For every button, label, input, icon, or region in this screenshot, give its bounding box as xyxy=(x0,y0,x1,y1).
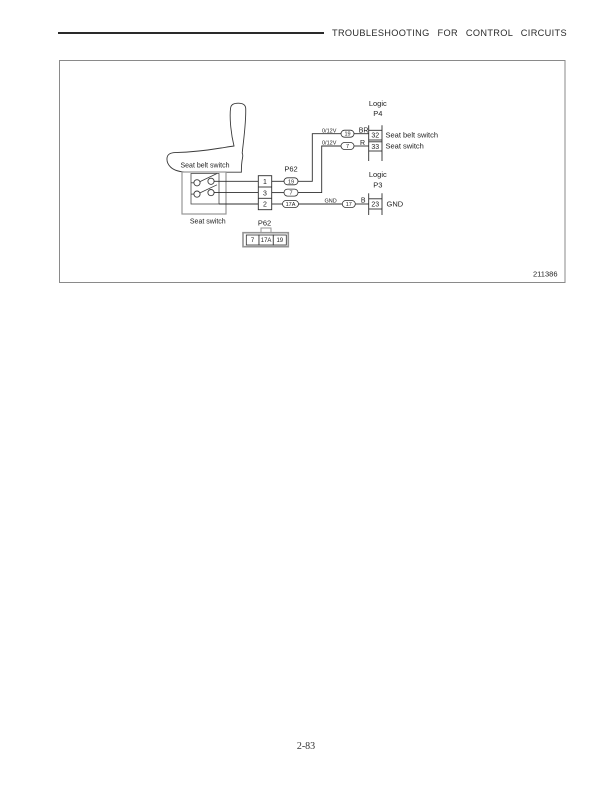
contact-circle xyxy=(207,189,215,197)
p62-connector-label: P62 xyxy=(284,165,297,174)
wire-tag: 7 xyxy=(289,191,292,197)
logic-p4-name: P4 xyxy=(373,109,382,118)
p62-pinout-label: P62 xyxy=(258,219,271,228)
seat-switch-contacts xyxy=(191,173,218,198)
logic-p4-title: Logic xyxy=(369,99,387,108)
signal-label: GND xyxy=(325,199,337,205)
logic-pin-label: Seat switch xyxy=(386,142,424,151)
wiring-diagram-figure: Seat belt switch Seat switch 1 3 2 P62 1… xyxy=(59,60,566,283)
logic-p3-title: Logic xyxy=(369,170,387,179)
p62-connector: 1 3 2 xyxy=(257,175,273,211)
page-number: 2-83 xyxy=(296,741,316,752)
p62-pin: 3 xyxy=(263,190,267,197)
wire-tag: 17A xyxy=(286,202,296,208)
signal-label: 0/12V xyxy=(322,141,337,147)
wire-tag: 19 xyxy=(344,132,350,138)
wire-route-seat xyxy=(298,145,341,194)
switch-blade xyxy=(199,184,218,194)
contact-circle xyxy=(193,190,201,198)
logic-p4-row-33: 0/12V 7 R 33 Seat switch xyxy=(322,140,424,151)
logic-pin: 32 xyxy=(371,133,379,140)
pinout-cell: 19 xyxy=(276,238,283,244)
seat-switch-label: Seat switch xyxy=(190,219,226,226)
contact-circle xyxy=(207,177,215,185)
page-header-title: TROUBLESHOOTING FOR CONTROL CIRCUITS xyxy=(331,28,567,38)
p62-pin: 2 xyxy=(263,202,267,209)
logic-p4-row-32: 0/12V 19 BR 32 Seat belt switch xyxy=(322,128,438,140)
logic-pin: 23 xyxy=(371,201,379,208)
pinout-cell: 7 xyxy=(251,238,255,244)
wire-tag: 19 xyxy=(288,179,294,185)
p62-pin: 1 xyxy=(263,179,267,186)
wire-color: BR xyxy=(359,128,369,135)
switch-circuit-box xyxy=(190,173,220,205)
wire-route-seat-belt xyxy=(298,133,341,182)
pinout-cell: 17A xyxy=(261,238,272,244)
seat-illustration xyxy=(166,102,247,173)
wire-tag: 7 xyxy=(346,144,349,150)
p62-pinout: P62 7 17A 19 xyxy=(242,219,290,248)
logic-pin: 33 xyxy=(371,144,379,151)
p62-wire-tags: 19 7 17A xyxy=(282,177,299,208)
logic-pin-label: Seat belt switch xyxy=(386,131,439,140)
wire-color: B xyxy=(361,198,366,205)
logic-p3-connector xyxy=(368,193,383,215)
figure-number: 211386 xyxy=(533,270,557,279)
seat-belt-switch-label: Seat belt switch xyxy=(180,163,229,170)
contact-circle xyxy=(193,179,201,187)
signal-label: 0/12V xyxy=(322,128,337,134)
wire-color: R xyxy=(360,140,365,147)
logic-pin-label: GND xyxy=(387,199,404,208)
header-rule xyxy=(58,32,324,34)
logic-p3-row-23: GND 17 B 23 GND xyxy=(325,198,404,209)
logic-p4-connector xyxy=(368,125,383,161)
wire-tag: 17 xyxy=(346,202,352,208)
logic-p3-name: P3 xyxy=(373,181,382,190)
switch-blade xyxy=(199,173,218,182)
